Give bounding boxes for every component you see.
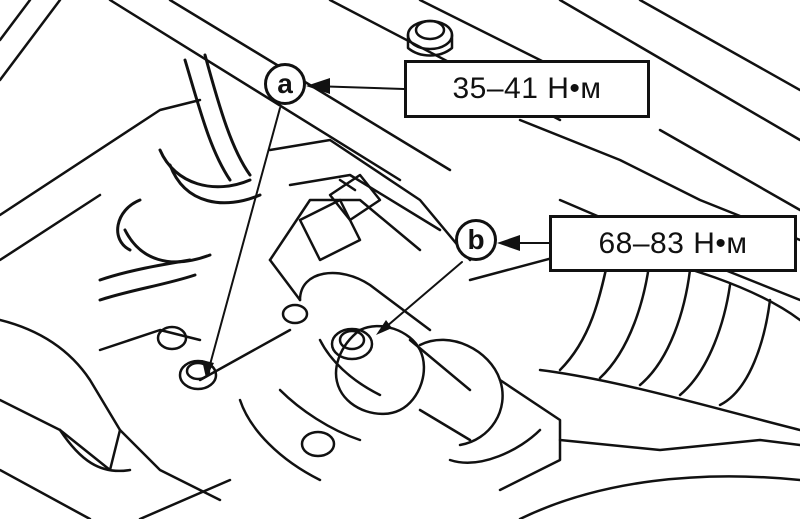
arrow-a-icon	[306, 78, 330, 94]
upper-bolt	[406, 19, 454, 57]
bolt-icon	[156, 325, 188, 351]
bolt-icon	[330, 327, 374, 361]
leader-lines	[207, 85, 550, 373]
rubber-boot	[538, 248, 800, 432]
torque-callout-a: 35–41 Н•м	[404, 60, 650, 118]
lower-structure	[518, 438, 800, 519]
wiring-harness	[98, 53, 262, 302]
arrow-b-bolt-icon	[376, 320, 392, 335]
electrical-connector	[298, 173, 382, 262]
universal-joint	[198, 271, 562, 492]
frame-rail	[0, 0, 232, 519]
bolt-icon	[281, 303, 336, 458]
marker-b: b	[455, 219, 497, 261]
arrow-b-icon	[497, 235, 520, 251]
arrowheads	[202, 78, 520, 378]
arrow-a-bolt-icon	[202, 360, 214, 378]
steering-gear-housing	[268, 118, 800, 302]
marker-a: a	[264, 63, 306, 105]
torque-callout-b: 68–83 Н•м	[549, 215, 797, 272]
